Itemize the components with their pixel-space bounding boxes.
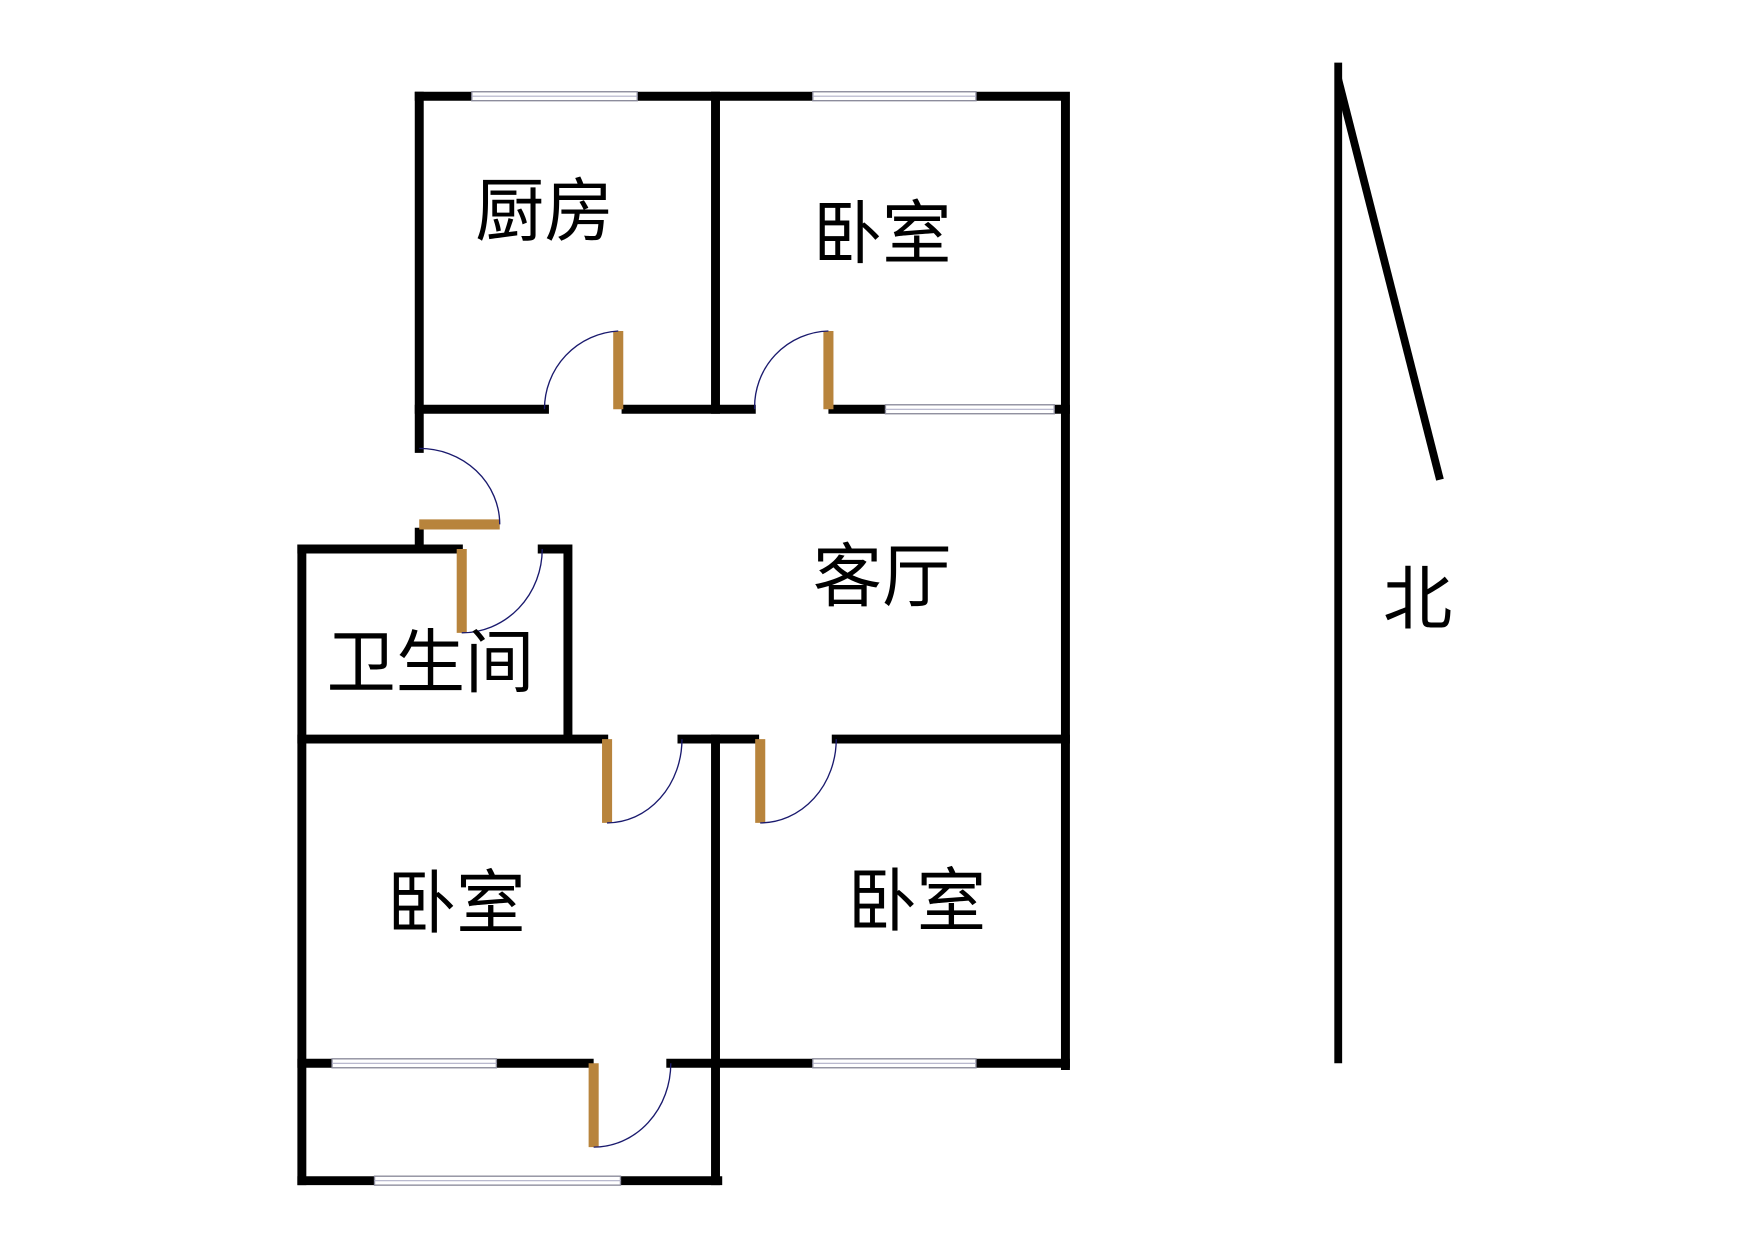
north-arrow-icon: 北 xyxy=(1334,62,1452,1064)
bedroom-southwest-door xyxy=(602,739,683,824)
bathroom-label: 卫生间 xyxy=(326,624,534,704)
bedroom-north-label: 卧室 xyxy=(813,194,952,274)
window xyxy=(884,404,1055,415)
window xyxy=(812,91,977,102)
north-label: 北 xyxy=(1383,560,1452,640)
bedroom-southeast-door xyxy=(755,739,837,824)
living-room-label: 客厅 xyxy=(813,538,952,618)
room-labels: 厨房 卧室 客厅 卫生间 卧室 卧室 xyxy=(326,172,986,944)
bedroom-southwest-label: 卧室 xyxy=(387,864,526,944)
bedroom-north-door xyxy=(753,330,834,410)
window xyxy=(471,91,638,102)
bedroom-southeast-label: 卧室 xyxy=(847,862,986,942)
doors xyxy=(419,330,837,1148)
balcony-door xyxy=(588,1063,672,1148)
window xyxy=(331,1058,498,1069)
entrance-door xyxy=(419,447,501,530)
windows xyxy=(331,91,1055,1186)
window xyxy=(812,1058,977,1069)
bathroom-door xyxy=(456,549,543,634)
kitchen-label: 厨房 xyxy=(475,172,614,252)
kitchen-door xyxy=(543,330,624,410)
window xyxy=(373,1175,622,1186)
